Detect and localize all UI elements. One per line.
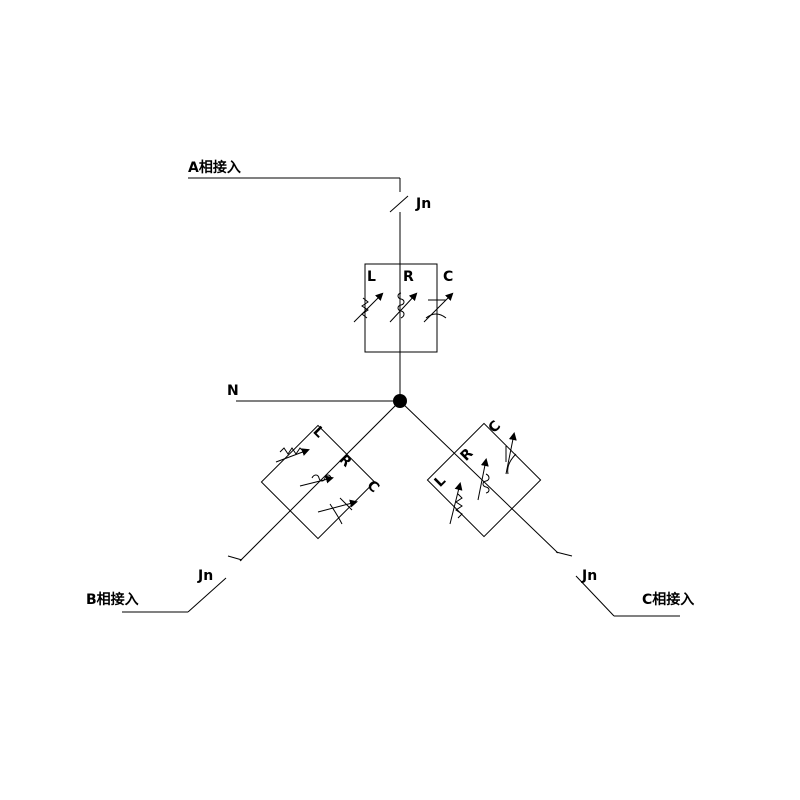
phase-a-label: A相接入: [188, 159, 241, 176]
phase-b-switch-label: Jn: [197, 568, 213, 584]
phase-b-load-box: [260, 424, 376, 540]
phase-c-capacitor-arrow: [505, 432, 517, 475]
phase-c-switch: [555, 551, 573, 557]
phase-a-capacitor-curve: [425, 313, 447, 319]
phase-c-capacitor-curve: [507, 453, 517, 475]
phase-b-inductor-arrow: [275, 448, 310, 463]
phase-a-capacitor-arrow: [423, 292, 454, 323]
phase-a-capacitor-label: C: [443, 269, 453, 285]
phase-c-inductor-arrow: [449, 482, 463, 525]
phase-a-inductor-label: L: [367, 269, 376, 285]
neutral-branch: N: [227, 383, 407, 408]
phase-b-switch: [227, 555, 243, 561]
phase-b-switch-blade: [187, 577, 227, 613]
phase-c-capacitor-label: C: [486, 418, 505, 437]
phase-a-inductor-symbol: [361, 297, 369, 319]
phase-a-resistor-arrow: [389, 292, 418, 323]
phase-b-resistor-arrow: [299, 475, 334, 487]
phase-c-label: C相接入: [642, 591, 694, 608]
phase-b-resistor-label: R: [336, 452, 355, 471]
phase-c-switch-label: Jn: [581, 568, 597, 584]
phase-a-switch: [389, 195, 409, 213]
phase-c-inductor-symbol: [455, 493, 463, 519]
phase-a-inductor-arrow: [353, 292, 384, 323]
phase-a-resistor-symbol: [397, 292, 405, 319]
phase-a-branch: A相接入 Jn L R C: [188, 159, 454, 400]
phase-b-branch: Jn B相接入 L R C: [86, 400, 401, 613]
phase-b-inductor-symbol: [279, 447, 305, 455]
phase-c-load: [426, 422, 542, 538]
phase-b-capacitor-label: C: [364, 478, 383, 497]
phase-b-load: [260, 424, 376, 540]
neutral-label: N: [227, 383, 239, 399]
phase-c-switch-blade: [575, 575, 615, 617]
phase-b-label: B相接入: [86, 591, 139, 608]
phase-b-capacitor-plate: [339, 497, 353, 511]
phase-c-resistor-symbol: [482, 473, 490, 494]
phase-c-resistor-label: R: [458, 445, 477, 464]
phase-c-load-box: [426, 422, 542, 538]
phase-c-branch: Jn C相接入 L R C: [399, 400, 694, 617]
phase-c-main-wire: [399, 400, 559, 554]
phase-b-capacitor-curve: [329, 503, 343, 525]
phase-c-inductor-label: L: [432, 473, 450, 491]
phase-a-switch-label: Jn: [415, 196, 431, 212]
phase-c-resistor-arrow: [477, 458, 489, 501]
phase-b-inductor-label: L: [310, 424, 328, 442]
phase-a-resistor-label: R: [403, 269, 414, 285]
phase-b-capacitor-arrow: [317, 499, 358, 513]
